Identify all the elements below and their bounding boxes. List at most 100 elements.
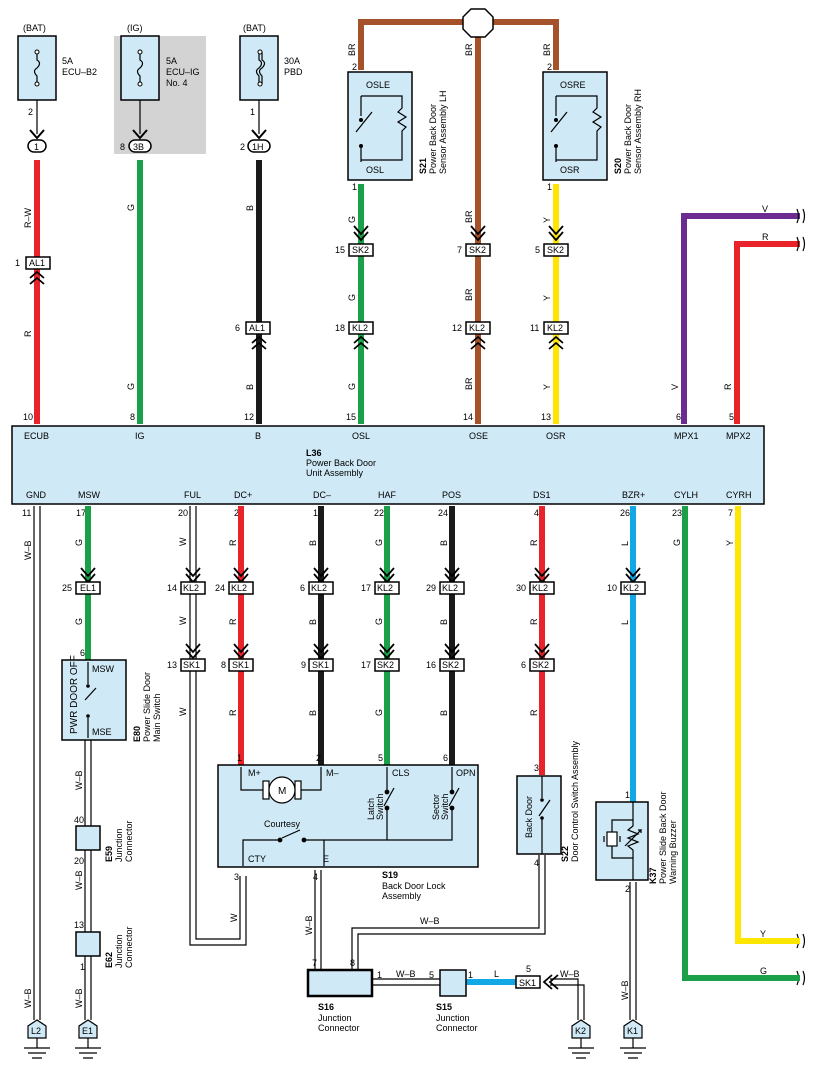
fuse-ecu-b2: (BAT) 5A ECU–B2 2 <box>17 23 97 134</box>
svg-text:R: R <box>529 539 539 546</box>
svg-text:Sensor Assembly RH: Sensor Assembly RH <box>633 89 643 174</box>
svg-text:MSW: MSW <box>78 490 101 500</box>
svg-text:Junction: Junction <box>114 828 124 862</box>
connector-sk1-a <box>180 643 206 672</box>
svg-text:SK2: SK2 <box>442 660 459 670</box>
svg-text:1: 1 <box>250 107 255 117</box>
svg-text:2: 2 <box>240 142 245 152</box>
ecu-top-pin-labels: ECUB IG B OSL OSE OSR MPX1 MPX2 <box>24 431 751 441</box>
svg-text:No. 4: No. 4 <box>166 78 188 88</box>
svg-text:CYRH: CYRH <box>726 490 752 500</box>
svg-text:G: G <box>347 216 357 223</box>
svg-text:18: 18 <box>335 323 345 333</box>
junction-s15: 5 1 S15 Junction Connector <box>429 969 478 1033</box>
svg-text:KL2: KL2 <box>231 583 247 593</box>
svg-text:W: W <box>178 707 188 716</box>
svg-text:Switch: Switch <box>375 793 385 820</box>
svg-text:Warning Buzzer: Warning Buzzer <box>668 820 678 884</box>
svg-text:R: R <box>723 383 733 390</box>
svg-text:S21: S21 <box>418 158 428 174</box>
svg-text:25: 25 <box>62 583 72 593</box>
connector-sk2-b <box>465 225 491 257</box>
svg-text:1: 1 <box>625 790 630 800</box>
svg-text:24: 24 <box>215 583 225 593</box>
connector-sk1-b <box>228 643 254 672</box>
svg-text:L36: L36 <box>306 448 322 458</box>
svg-text:Y: Y <box>542 384 552 390</box>
lock-s19: 1 2 5 6 3 4 M+ M– CLS OPN Courtesy CTY E… <box>217 753 479 901</box>
svg-text:5A: 5A <box>62 56 73 66</box>
svg-text:G: G <box>126 204 136 211</box>
courtesy-switch-icon <box>242 829 324 866</box>
svg-text:15: 15 <box>335 245 345 255</box>
svg-text:B: B <box>308 619 318 625</box>
svg-text:R: R <box>529 709 539 716</box>
svg-text:OPN: OPN <box>456 768 476 778</box>
latch-switch-icon <box>323 767 395 866</box>
ground-k1: K1 <box>620 1019 646 1059</box>
switch-icon <box>550 95 603 162</box>
svg-text:AL1: AL1 <box>249 323 265 333</box>
svg-text:6: 6 <box>443 753 448 763</box>
svg-text:Y: Y <box>542 217 552 223</box>
svg-text:B: B <box>439 540 449 546</box>
svg-text:SK2: SK2 <box>547 245 564 255</box>
svg-text:B: B <box>308 540 318 546</box>
svg-text:G: G <box>374 709 384 716</box>
svg-text:17: 17 <box>361 660 371 670</box>
svg-text:L2: L2 <box>31 1026 41 1036</box>
svg-text:SK1: SK1 <box>232 660 249 670</box>
inline-connector-labels-bottom: EL1 25 KL2 14 KL2 24 KL2 6 KL2 17 KL2 29… <box>62 583 639 988</box>
svg-text:7: 7 <box>728 508 733 518</box>
connector-al1-b <box>245 321 271 350</box>
svg-text:DC+: DC+ <box>234 490 252 500</box>
svg-text:6: 6 <box>300 583 305 593</box>
svg-text:GND: GND <box>26 490 47 500</box>
wire-e80-e1 <box>84 740 92 1020</box>
splice-point <box>462 8 494 38</box>
svg-text:E: E <box>323 854 329 864</box>
svg-text:12: 12 <box>244 412 254 422</box>
svg-text:E59: E59 <box>104 846 114 862</box>
svg-text:R: R <box>762 232 769 242</box>
svg-text:Connector: Connector <box>124 820 134 862</box>
svg-text:Courtesy: Courtesy <box>264 819 301 829</box>
junction-e59: 40 20 E59 Junction Connector <box>74 815 134 866</box>
connector-kl2-f <box>308 567 334 595</box>
svg-text:5: 5 <box>526 964 531 974</box>
connector-3b: 3B 8 <box>120 129 152 153</box>
svg-text:KL2: KL2 <box>311 583 327 593</box>
wire-sk1-k2 <box>550 978 585 1020</box>
svg-text:20: 20 <box>178 508 188 518</box>
svg-text:30: 30 <box>516 583 526 593</box>
svg-text:B: B <box>245 205 255 211</box>
svg-text:OSR: OSR <box>546 431 566 441</box>
svg-text:E62: E62 <box>104 952 114 968</box>
fuse-icon <box>33 52 41 84</box>
svg-text:W–B: W–B <box>560 969 580 979</box>
svg-text:E1: E1 <box>82 1026 93 1036</box>
wire-labels-top: R–W R G G B B BR BR BR G G G BR BR BR Y … <box>23 43 769 390</box>
sector-switch-icon <box>387 767 460 841</box>
svg-text:13: 13 <box>541 412 551 422</box>
svg-text:S16: S16 <box>318 1002 334 1012</box>
fuse-icon <box>136 52 144 84</box>
wire-breaks <box>796 208 806 986</box>
ground-k2: K2 <box>568 1019 594 1059</box>
svg-text:M: M <box>278 786 286 797</box>
svg-text:14: 14 <box>463 412 473 422</box>
sensor-s21: OSLE OSL 2 1 S21 Power Back Door Sensor … <box>347 62 448 192</box>
svg-text:B: B <box>308 710 318 716</box>
bottom-wires <box>33 506 800 1020</box>
ground-icon <box>75 1038 101 1059</box>
svg-text:M–: M– <box>326 768 339 778</box>
svg-text:1: 1 <box>547 182 552 192</box>
svg-text:POS: POS <box>442 490 461 500</box>
svg-text:Connector: Connector <box>318 1023 360 1033</box>
fuse-source: (BAT) <box>23 23 46 33</box>
fuse-source: (IG) <box>127 23 143 33</box>
svg-text:22: 22 <box>374 508 384 518</box>
svg-text:G: G <box>672 539 682 546</box>
svg-text:E80: E80 <box>132 726 142 742</box>
